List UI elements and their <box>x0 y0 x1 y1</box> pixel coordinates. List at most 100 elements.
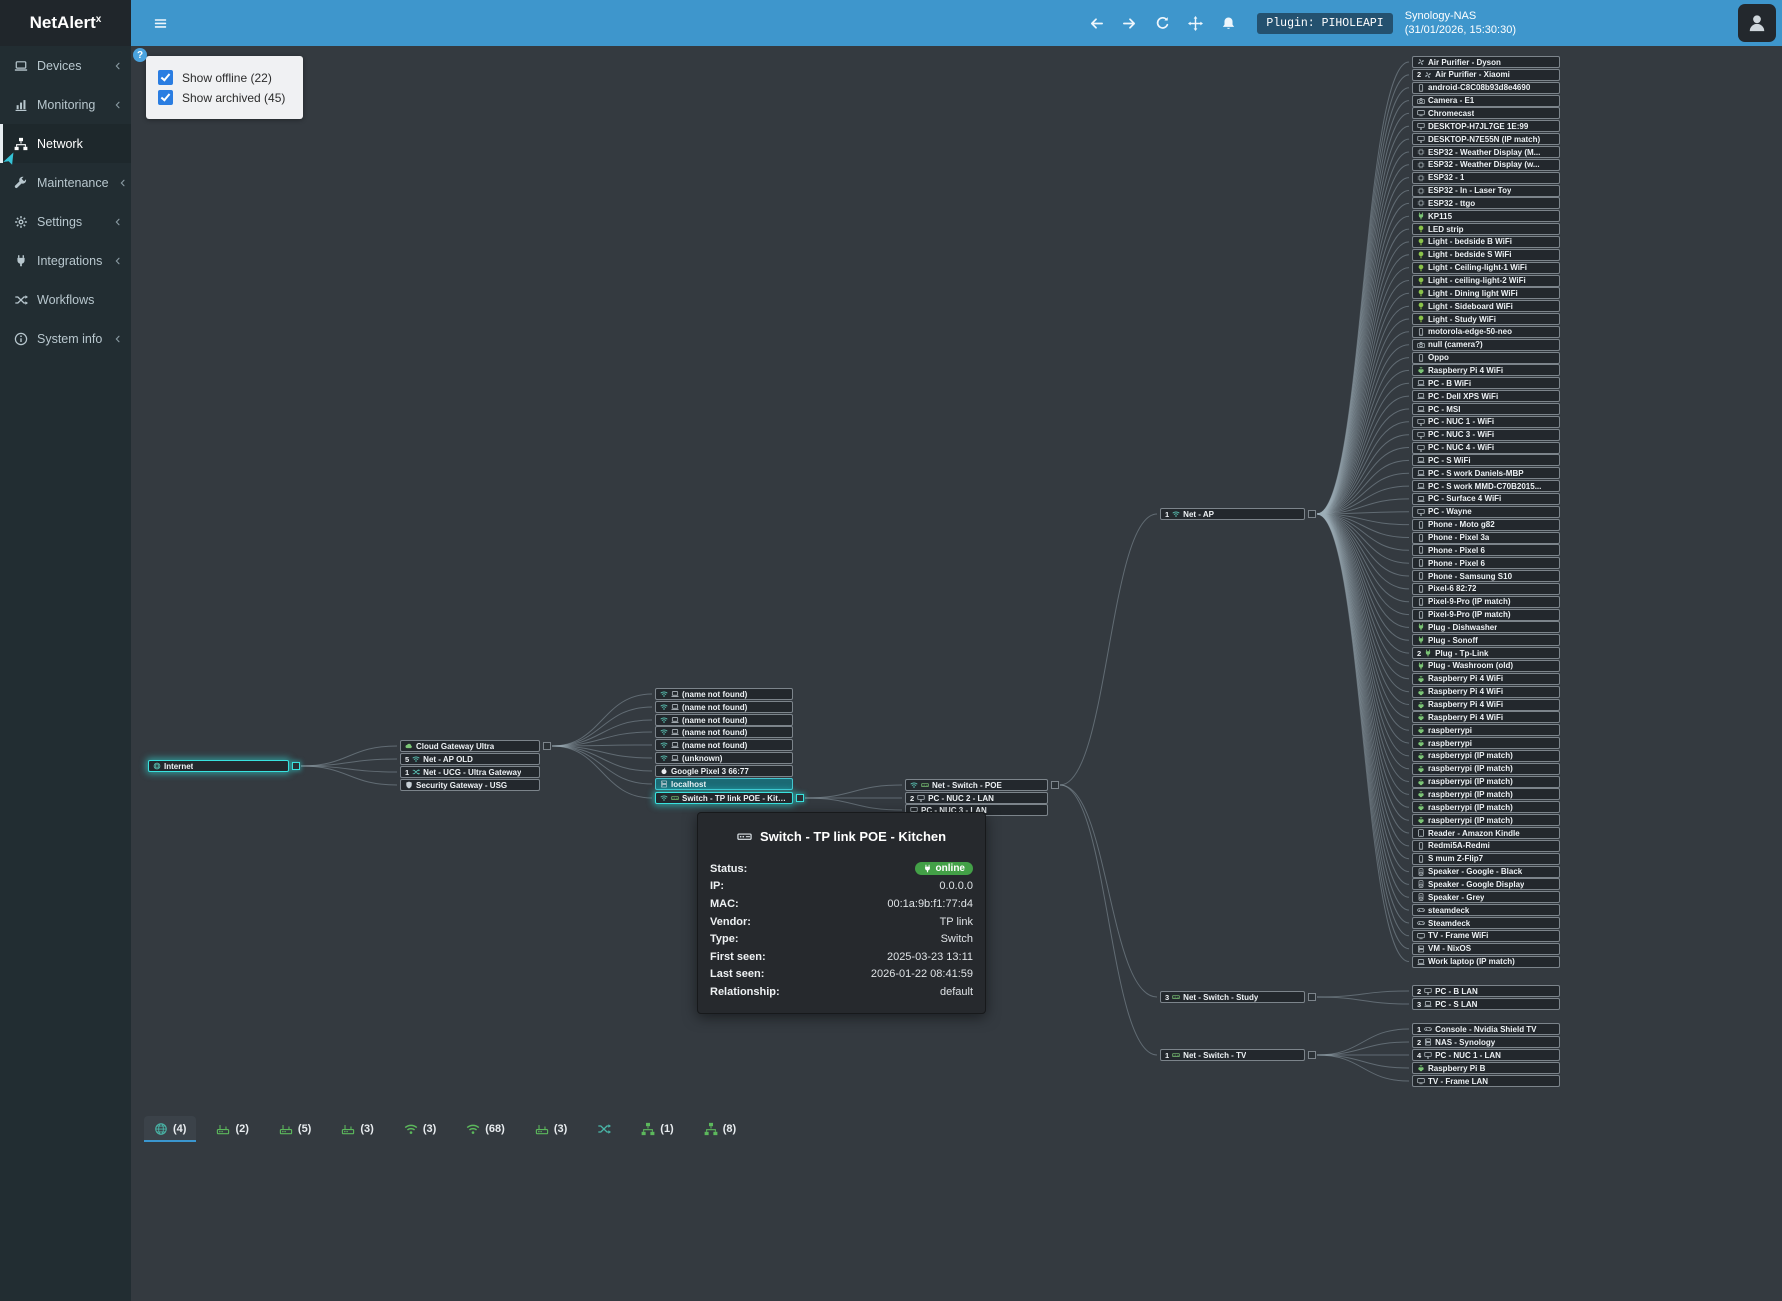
bottom-tab-router-3[interactable]: (3) <box>331 1116 383 1142</box>
graph-node[interactable]: Light - ceiling-light-2 WiFi <box>1412 274 1560 288</box>
graph-node[interactable]: raspberrypi (IP match) <box>1412 800 1560 814</box>
graph-node[interactable]: Light - Ceiling-light-1 WiFi <box>1412 261 1560 275</box>
graph-node[interactable]: Work laptop (IP match) <box>1412 955 1560 969</box>
graph-node[interactable]: Speaker - Google - Black <box>1412 865 1560 879</box>
forward-icon[interactable] <box>1122 16 1137 31</box>
graph-node[interactable]: Raspberry Pi B <box>1412 1061 1560 1075</box>
graph-node[interactable]: Phone - Pixel 6 <box>1412 543 1560 557</box>
graph-node[interactable]: null (camera?) <box>1412 338 1560 352</box>
hamburger-icon[interactable] <box>153 16 168 31</box>
graph-node[interactable]: PC - NUC 1 - WiFi <box>1412 415 1560 429</box>
node-handle[interactable] <box>1308 993 1316 1001</box>
graph-node[interactable]: motorola-edge-50-neo <box>1412 325 1560 339</box>
help-icon[interactable]: ? <box>133 48 147 62</box>
graph-node[interactable]: PC - MSI <box>1412 402 1560 416</box>
graph-node[interactable]: PC - Wayne <box>1412 505 1560 519</box>
graph-node[interactable]: Phone - Pixel 6 <box>1412 556 1560 570</box>
graph-node[interactable]: Google Pixel 3 66:77 <box>655 764 793 778</box>
graph-node[interactable]: Plug - Dishwasher <box>1412 620 1560 634</box>
node-handle[interactable] <box>292 762 300 770</box>
graph-node[interactable]: raspberrypi (IP match) <box>1412 775 1560 789</box>
sidebar-item-workflows[interactable]: Workflows <box>0 280 131 319</box>
graph-node[interactable]: raspberrypi (IP match) <box>1412 762 1560 776</box>
graph-node[interactable]: raspberrypi <box>1412 736 1560 750</box>
sidebar-item-settings[interactable]: Settings <box>0 202 131 241</box>
node-handle[interactable] <box>1051 781 1059 789</box>
sidebar-item-integrations[interactable]: Integrations <box>0 241 131 280</box>
graph-node[interactable]: localhost <box>655 777 793 791</box>
graph-node[interactable]: Pixel-9-Pro (IP match) <box>1412 608 1560 622</box>
graph-node[interactable]: ESP32 - Weather Display (M... <box>1412 145 1560 159</box>
graph-node[interactable]: Raspberry Pi 4 WiFi <box>1412 672 1560 686</box>
graph-node[interactable]: Plug - Sonoff <box>1412 633 1560 647</box>
graph-node[interactable]: raspberrypi (IP match) <box>1412 787 1560 801</box>
graph-node[interactable]: (name not found) <box>655 700 793 714</box>
graph-node[interactable]: (name not found) <box>655 738 793 752</box>
checkbox[interactable] <box>158 70 173 85</box>
graph-node[interactable]: android-C8C08b93d8e4690 <box>1412 81 1560 95</box>
bottom-tab-network-8[interactable]: (1) <box>631 1116 683 1142</box>
graph-node[interactable]: Switch - TP link POE - Kitchen <box>655 791 804 805</box>
node-handle[interactable] <box>1308 1051 1316 1059</box>
filter-show-archived[interactable]: Show archived (45) <box>158 90 285 105</box>
bottom-tab-router-6[interactable]: (3) <box>525 1116 577 1142</box>
graph-node[interactable]: PC - S work Daniels-MBP <box>1412 466 1560 480</box>
bottom-tab-router-2[interactable]: (5) <box>269 1116 321 1142</box>
plugin-badge[interactable]: Plugin: PIHOLEAPI <box>1257 12 1393 34</box>
sidebar-item-system-info[interactable]: System info <box>0 319 131 358</box>
move-icon[interactable] <box>1188 15 1204 31</box>
graph-node[interactable]: (name not found) <box>655 687 793 701</box>
graph-node[interactable]: ESP32 - Weather Display (w... <box>1412 158 1560 172</box>
graph-node[interactable]: Camera - E1 <box>1412 94 1560 108</box>
node-handle[interactable] <box>543 742 551 750</box>
refresh-icon[interactable] <box>1155 16 1170 31</box>
graph-node[interactable]: Plug - Washroom (old) <box>1412 659 1560 673</box>
graph-node[interactable]: Phone - Pixel 3a <box>1412 531 1560 545</box>
graph-node[interactable]: PC - Surface 4 WiFi <box>1412 492 1560 506</box>
sidebar-pin-icon[interactable] <box>0 150 19 173</box>
graph-node[interactable]: raspberrypi <box>1412 723 1560 737</box>
graph-node[interactable]: (name not found) <box>655 725 793 739</box>
graph-node[interactable]: PC - Dell XPS WiFi <box>1412 389 1560 403</box>
graph-node[interactable]: (unknown) <box>655 751 793 765</box>
graph-node[interactable]: PC - S WiFi <box>1412 453 1560 467</box>
graph-node[interactable]: S mum Z-Flip7 <box>1412 852 1560 866</box>
graph-node[interactable]: Speaker - Grey <box>1412 890 1560 904</box>
graph-node[interactable]: Light - Dining light WiFi <box>1412 286 1560 300</box>
bottom-tab-router-1[interactable]: (2) <box>206 1116 258 1142</box>
graph-node[interactable]: raspberrypi (IP match) <box>1412 749 1560 763</box>
sidebar-item-monitoring[interactable]: Monitoring <box>0 85 131 124</box>
graph-node[interactable]: Light - bedside B WiFi <box>1412 235 1560 249</box>
avatar[interactable] <box>1738 4 1776 42</box>
filter-show-offline[interactable]: Show offline (22) <box>158 70 285 85</box>
graph-node[interactable]: Raspberry Pi 4 WiFi <box>1412 698 1560 712</box>
graph-node[interactable]: KP115 <box>1412 209 1560 223</box>
graph-node[interactable]: DESKTOP-H7JL7GE 1E:99 <box>1412 119 1560 133</box>
graph-node[interactable]: PC - NUC 4 - WiFi <box>1412 441 1560 455</box>
graph-node[interactable]: Light - Study WiFi <box>1412 312 1560 326</box>
node-handle[interactable] <box>796 794 804 802</box>
graph-node[interactable]: PC - B WiFi <box>1412 376 1560 390</box>
graph-node[interactable]: VM - NixOS <box>1412 942 1560 956</box>
graph-node[interactable]: Pixel-6 82:72 <box>1412 582 1560 596</box>
bottom-tab-wifi-4[interactable]: (3) <box>394 1116 446 1142</box>
sidebar-item-network[interactable]: Network <box>0 124 131 163</box>
graph-node[interactable]: LED strip <box>1412 222 1560 236</box>
graph-node[interactable]: ESP32 - In - Laser Toy <box>1412 184 1560 198</box>
graph-node[interactable]: Security Gateway - USG <box>400 778 540 792</box>
bottom-tab-globe-0[interactable]: (4) <box>144 1116 197 1142</box>
graph-node[interactable]: Net - Switch - POE <box>905 778 1059 792</box>
graph-node[interactable]: Reader - Amazon Kindle <box>1412 826 1560 840</box>
graph-node[interactable]: Air Purifier - Dyson <box>1412 55 1560 69</box>
bottom-tab-wifi-5[interactable]: (68) <box>456 1116 515 1142</box>
